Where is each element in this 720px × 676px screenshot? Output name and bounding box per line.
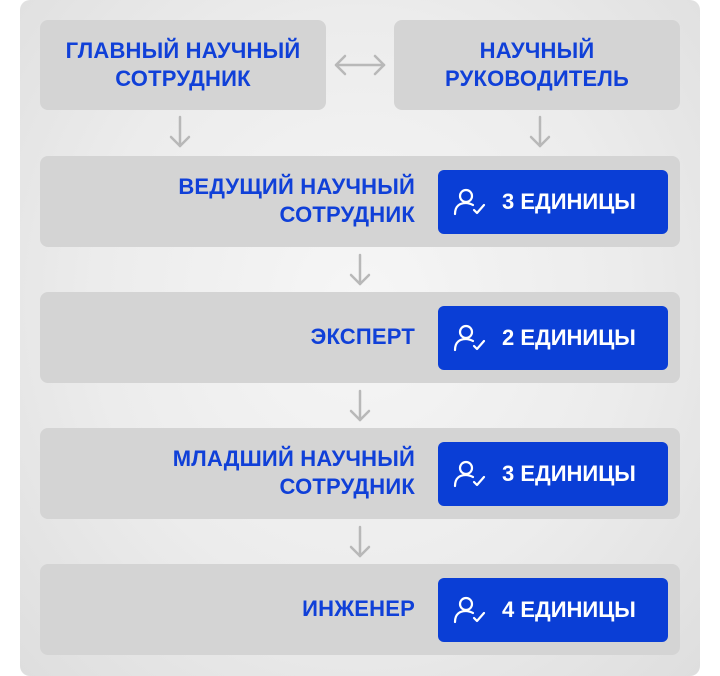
- junior-researcher-label: МЛАДШИЙ НАУЧНЫЙ СОТРУДНИК: [173, 445, 415, 501]
- scientific-director-line2: РУКОВОДИТЕЛЬ: [444, 66, 630, 91]
- units-badge: 4 ЕДИНИЦЫ: [438, 578, 668, 642]
- arrow-down-icon: [349, 389, 371, 422]
- scientific-director-line1: НАУЧНЫЙ: [479, 38, 595, 63]
- engineer-line1: ИНЖЕНЕР: [302, 596, 415, 621]
- units-badge: 3 ЕДИНИЦЫ: [438, 442, 668, 506]
- leading-researcher-line1: ВЕДУЩИЙ НАУЧНЫЙ: [178, 174, 415, 199]
- units-count: 3 ЕДИНИЦЫ: [502, 461, 636, 486]
- junior-researcher-box: МЛАДШИЙ НАУЧНЫЙ СОТРУДНИК 3 ЕДИНИЦЫ: [40, 428, 680, 519]
- user-check-icon: [453, 596, 486, 624]
- engineer-label: ИНЖЕНЕР: [302, 595, 415, 623]
- scientific-director-label: НАУЧНЫЙ РУКОВОДИТЕЛЬ: [394, 37, 680, 93]
- junior-researcher-line1: МЛАДШИЙ НАУЧНЫЙ: [172, 446, 415, 471]
- user-check-icon: [453, 324, 486, 352]
- diagram-panel: ГЛАВНЫЙ НАУЧНЫЙ СОТРУДНИК НАУЧНЫЙ РУКОВО…: [20, 0, 700, 676]
- units-badge: 2 ЕДИНИЦЫ: [438, 306, 668, 370]
- leading-researcher-box: ВЕДУЩИЙ НАУЧНЫЙ СОТРУДНИК 3 ЕДИНИЦЫ: [40, 156, 680, 247]
- expert-box: ЭКСПЕРТ 2 ЕДИНИЦЫ: [40, 292, 680, 383]
- arrow-down-icon: [349, 253, 371, 286]
- units-count: 2 ЕДИНИЦЫ: [502, 325, 636, 350]
- leading-researcher-line2: СОТРУДНИК: [279, 202, 415, 227]
- units-badge: 3 ЕДИНИЦЫ: [438, 170, 668, 234]
- chief-researcher-label: ГЛАВНЫЙ НАУЧНЫЙ СОТРУДНИК: [40, 37, 326, 93]
- chief-researcher-line2: СОТРУДНИК: [115, 66, 251, 91]
- arrow-down-icon: [529, 115, 551, 148]
- arrow-down-icon: [349, 525, 371, 558]
- scientific-director-box: НАУЧНЫЙ РУКОВОДИТЕЛЬ: [394, 20, 680, 110]
- chief-researcher-line1: ГЛАВНЫЙ НАУЧНЫЙ: [65, 38, 301, 63]
- expert-label: ЭКСПЕРТ: [311, 323, 415, 351]
- double-arrow-icon: [334, 54, 386, 76]
- expert-line1: ЭКСПЕРТ: [310, 324, 415, 349]
- user-check-icon: [453, 460, 486, 488]
- units-count: 4 ЕДИНИЦЫ: [502, 597, 636, 622]
- arrow-down-icon: [169, 115, 191, 148]
- user-check-icon: [453, 188, 486, 216]
- chief-researcher-box: ГЛАВНЫЙ НАУЧНЫЙ СОТРУДНИК: [40, 20, 326, 110]
- engineer-box: ИНЖЕНЕР 4 ЕДИНИЦЫ: [40, 564, 680, 655]
- junior-researcher-line2: СОТРУДНИК: [279, 474, 415, 499]
- units-count: 3 ЕДИНИЦЫ: [502, 189, 636, 214]
- leading-researcher-label: ВЕДУЩИЙ НАУЧНЫЙ СОТРУДНИК: [178, 173, 415, 229]
